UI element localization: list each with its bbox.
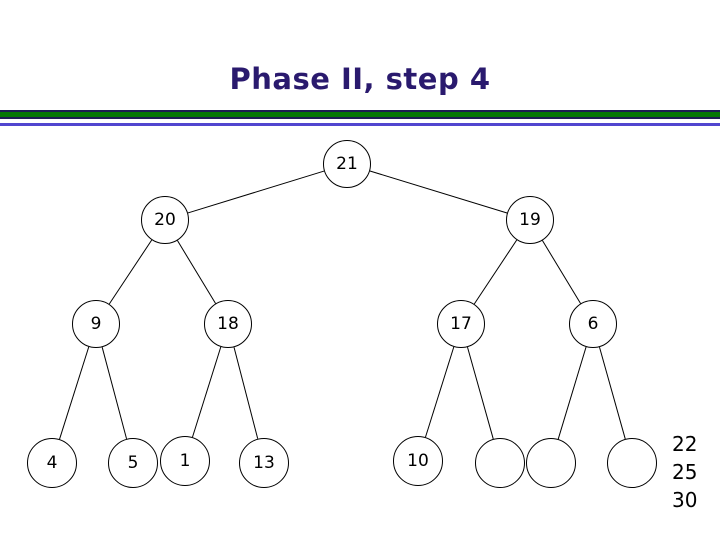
- tree-edge: [557, 346, 587, 440]
- tree-node-19[interactable]: 19: [506, 196, 554, 244]
- tree-node-18[interactable]: 18: [204, 300, 252, 348]
- divider-blue-line: [0, 123, 720, 126]
- tree-node-1[interactable]: 1: [160, 436, 210, 486]
- tree-edge: [192, 346, 222, 438]
- tree-edge: [473, 239, 518, 305]
- tree-node-label: 4: [46, 452, 58, 473]
- tree-edge: [108, 239, 153, 305]
- tree-node-6[interactable]: 6: [569, 300, 617, 348]
- tree-node-label: 6: [587, 313, 599, 334]
- pending-values-list: 22 25 30: [672, 430, 718, 514]
- tree-edge: [233, 347, 259, 439]
- tree-node-label: 20: [154, 209, 176, 230]
- tree-node-label: 5: [127, 452, 139, 473]
- tree-node-label: 10: [407, 450, 429, 471]
- tree-node-4[interactable]: 4: [27, 438, 77, 488]
- pending-value: 22: [672, 432, 698, 456]
- tree-edge: [598, 346, 626, 440]
- tree-node-empty[interactable]: [475, 438, 525, 488]
- tree-node-label: 13: [253, 452, 275, 473]
- tree-edge: [466, 346, 494, 440]
- tree-edge: [425, 346, 455, 438]
- tree-edge: [187, 170, 325, 214]
- tree-node-label: 17: [450, 313, 472, 334]
- tree-node-5[interactable]: 5: [108, 438, 158, 488]
- tree-node-label: 18: [217, 313, 239, 334]
- tree-node-20[interactable]: 20: [141, 196, 189, 244]
- divider-green-top-border: [0, 110, 720, 112]
- tree-edge: [369, 170, 508, 214]
- tree-node-13[interactable]: 13: [239, 438, 289, 488]
- tree-node-label: 21: [336, 153, 358, 174]
- tree-node-21[interactable]: 21: [323, 140, 371, 188]
- tree-node-empty[interactable]: [526, 438, 576, 488]
- tree-node-10[interactable]: 10: [393, 436, 443, 486]
- pending-value: 25: [672, 460, 698, 484]
- tree-node-label: 1: [179, 450, 191, 471]
- tree-edge: [59, 346, 90, 440]
- tree-edge: [542, 240, 581, 304]
- tree-node-9[interactable]: 9: [72, 300, 120, 348]
- divider-green-bar: [0, 112, 720, 117]
- tree-edge: [177, 240, 216, 304]
- tree-edge: [101, 347, 128, 439]
- tree-node-17[interactable]: 17: [437, 300, 485, 348]
- pending-value: 30: [672, 488, 698, 512]
- divider-green-bottom-border: [0, 117, 720, 119]
- tree-node-label: 9: [90, 313, 102, 334]
- tree-node-empty[interactable]: [607, 438, 657, 488]
- page-title: Phase II, step 4: [229, 62, 491, 96]
- tree-node-label: 19: [519, 209, 541, 230]
